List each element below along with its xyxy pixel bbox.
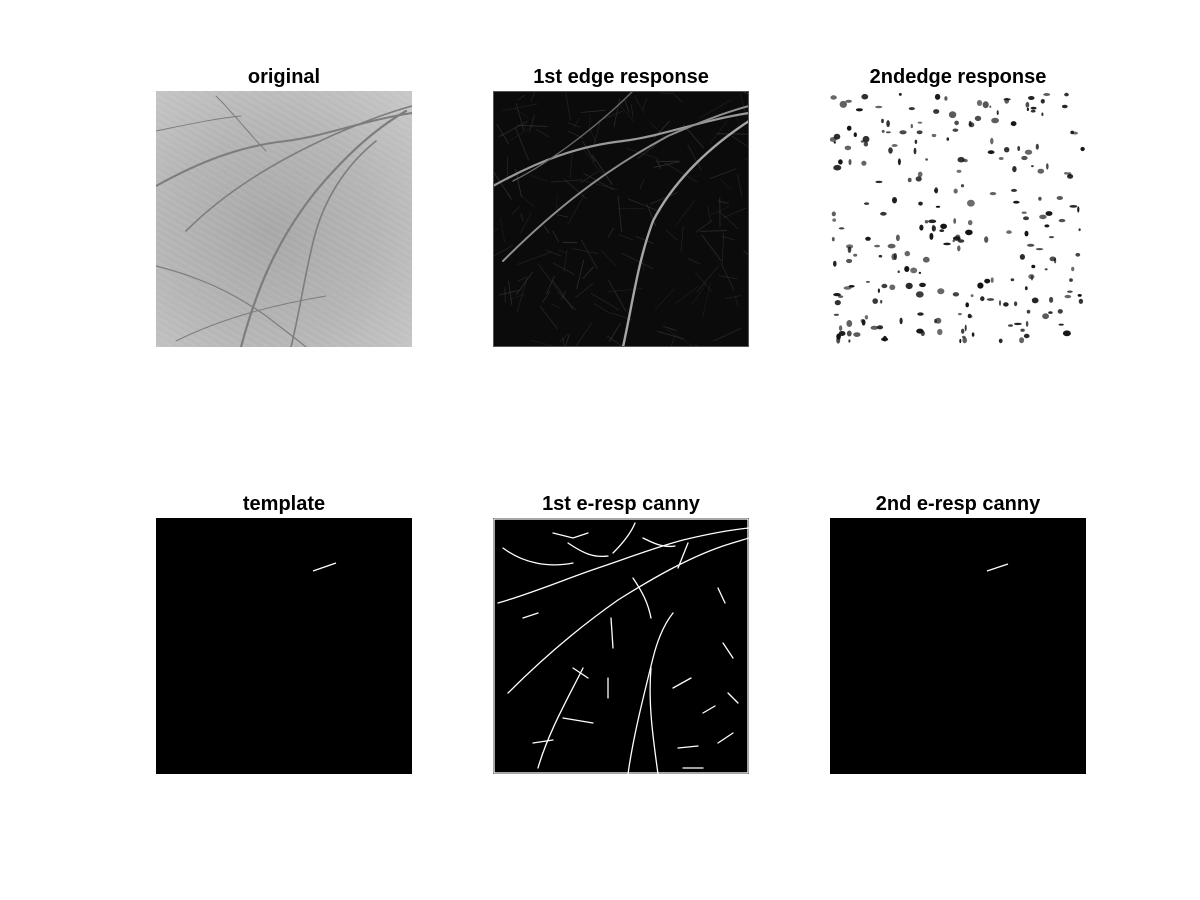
panel-title: 1st e-resp canny: [542, 493, 700, 515]
first-eresp-canny-image: [493, 518, 749, 774]
panel-title: 1st edge response: [533, 66, 709, 88]
panel-title: 2nd e-resp canny: [875, 493, 1041, 515]
original-palm-image: [156, 91, 412, 347]
panel-title: template: [242, 493, 326, 515]
second-edge-response-image: [830, 91, 1086, 347]
template-image: [156, 518, 412, 774]
first-edge-response-image: [493, 91, 749, 347]
second-eresp-canny-image: [830, 518, 1086, 774]
panel-title: 2ndedge response: [869, 66, 1047, 88]
panel-title: original: [247, 66, 321, 88]
